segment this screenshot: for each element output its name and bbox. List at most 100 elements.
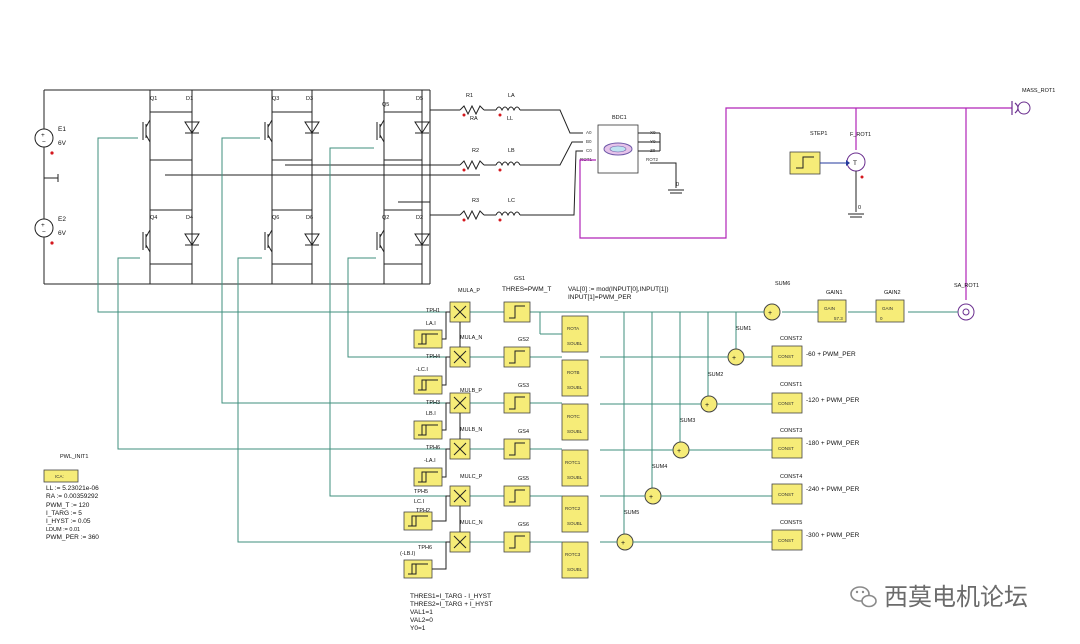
mulb-n-block[interactable]: MULB_N [449,427,482,460]
inductor-lb[interactable]: LB [495,148,521,172]
diode-d4[interactable]: D4 [184,215,200,246]
dc-source-e2[interactable]: +− E2 6V [34,216,67,245]
mechanical-network: MASS_ROT1 T F_ROT1 0 STEP1 SA_ROT1 [579,88,1055,321]
init-ldum: LDUM := 0.01 [46,527,80,533]
sum4-block[interactable]: + SUM4 [644,464,667,505]
step-label: STEP1 [810,131,827,137]
hyst-lc2[interactable]: LC.I TPH5 TPH2 [403,489,433,531]
ra-label: RA [470,116,478,122]
watermark-text: 西莫电机论坛 [884,583,1028,611]
ll-label: LL [507,116,513,122]
sum2-block[interactable]: + SUM2 [700,372,723,413]
const2-block[interactable]: CONST CONST2 -60 + PWM_PER [771,336,856,367]
igbt-q5[interactable]: Q5 [376,102,389,143]
rotc1-block[interactable]: ROTC1 SOUBL [561,449,589,487]
diode-d2[interactable]: D2 [414,215,430,246]
mass-rot1[interactable]: MASS_ROT1 [1011,88,1055,115]
svg-text:+: + [41,132,45,139]
wechat-icon [850,586,877,608]
igbt-q1[interactable]: Q1 [142,96,157,143]
igbt-q6[interactable]: Q6 [264,215,279,253]
torque-source-f-rot1[interactable]: T F_ROT1 0 [846,132,871,218]
motor-bdc1[interactable]: BDC1 A0 B0 C0 ROT1 X0 Y0 Z0 ROT2 0 [580,115,684,194]
resistor-r1[interactable]: R1 RA [459,93,485,122]
rotc1-text: ROTC1 [565,460,581,465]
gain1-block[interactable]: GAIN 57.3 GAIN1 [817,290,847,323]
gs1-label: GS1 [514,276,525,282]
gs4-block[interactable]: GS4 [503,429,531,460]
gain2-value: 0 [880,316,883,321]
resistor-r3[interactable]: R3 [459,198,485,222]
hyst-lb[interactable]: LB.I TPH3 [413,400,443,440]
const3-block[interactable]: CONST CONST3 -180 + PWM_PER [771,428,860,459]
gs1-block[interactable]: GS1 [503,276,531,323]
d1-label: D1 [186,96,193,102]
svg-text:+: + [705,402,709,409]
sum2-label: SUM2 [708,372,723,378]
sum3-label: SUM3 [680,418,695,424]
rotc-block[interactable]: ROTC SOUBL [561,403,589,441]
sa-rot-label: SA_ROT1 [954,283,979,289]
gs2-block[interactable]: GS2 [503,337,531,368]
init-parameters[interactable]: PWL_INIT1 ICA: LL := 5.23021e-06 RA := 0… [43,454,99,541]
const4-block[interactable]: CONST CONST4 -240 + PWM_PER [771,474,860,505]
input-expression: INPUT[1]=PWM_PER [568,294,632,301]
gs3-block[interactable]: GS3 [503,383,531,414]
mulb-n-label: MULB_N [460,427,482,433]
sum5-block[interactable]: + SUM5 [616,510,639,551]
rotc3-block[interactable]: ROTC3 SOUBL [561,541,589,579]
f-rot-label: F_ROT1 [850,132,871,138]
tph3-label: TPH3 [426,400,440,406]
diode-d1[interactable]: D1 [184,96,200,134]
hyst-lc[interactable]: -LC.I TPH4 [413,354,443,395]
mulc-n-block[interactable]: MULC_N [449,520,483,553]
step1-source[interactable]: STEP1 [789,131,850,175]
const5-block[interactable]: CONST CONST5 -300 + PWM_PER [771,520,860,551]
resistor-r2[interactable]: R2 [459,148,485,172]
hyst-neg-la[interactable]: -LA.I TPH6 [413,445,443,487]
igbt-q2[interactable]: Q2 [376,215,389,253]
speed-sensor-sa-rot1[interactable]: SA_ROT1 [954,283,979,321]
lc-i-label: -LC.I [416,367,428,373]
rotc2-block[interactable]: ROTC2 SOUBL [561,495,589,533]
inductor-la[interactable]: LA LL [495,93,521,122]
mulb-p-block[interactable]: MULB_P [449,388,482,414]
svg-text:+: + [621,540,625,547]
e1-value: 6V [58,140,67,147]
sum1-block[interactable]: + SUM1 [727,326,751,366]
const1-label: CONST1 [780,382,802,388]
dc-source-e1[interactable]: +− E1 6V [34,126,67,155]
load-network: R1 RA LA LL R2 LB R3 [459,93,583,222]
mula-n-block[interactable]: MULA_N [449,335,482,368]
diode-d3[interactable]: D3 [304,96,320,134]
hyst-neg-lb[interactable]: (-LB.I) TPH6 [400,545,433,579]
sum3-block[interactable]: + SUM3 [672,418,695,459]
diode-d5[interactable]: D5 [414,96,430,134]
inductor-lc[interactable]: LC [495,198,521,222]
rotc-text: ROTC [567,414,580,419]
hyst-la[interactable]: LA.I TPH1 [413,308,443,349]
svg-text:+: + [768,310,772,317]
gain2-block[interactable]: GAIN 0 GAIN2 [875,290,905,323]
gs6-block[interactable]: GS6 [503,522,531,553]
tph6-label: TPH6 [426,445,440,451]
const1-block[interactable]: CONST CONST1 -120 + PWM_PER [771,382,860,414]
hyst-line-1: THRES1=I_TARG - I_HYST [410,593,491,600]
d2-label: D2 [416,215,423,221]
rotb-block[interactable]: ROTB SOUBL [561,359,589,397]
leg-c: Q5 D5 Q2 D2 [376,90,430,284]
igbt-q4[interactable]: Q4 [142,215,157,253]
rota-block[interactable]: ROTA SOUBL [561,315,589,353]
neg-lb-i-label: (-LB.I) [400,551,415,557]
q6-label: Q6 [272,215,279,221]
d4-label: D4 [186,215,193,221]
sum6-block[interactable]: + SUM6 [763,281,790,321]
mula-p-block[interactable]: MULA_P [449,288,480,323]
gs5-block[interactable]: GS5 [503,476,531,507]
pin-a0: A0 [586,130,592,135]
diode-d6[interactable]: D6 [304,215,320,246]
igbt-q3[interactable]: Q3 [264,96,279,143]
mulc-p-block[interactable]: MULC_P [449,474,483,507]
q5-label: Q5 [382,102,389,108]
